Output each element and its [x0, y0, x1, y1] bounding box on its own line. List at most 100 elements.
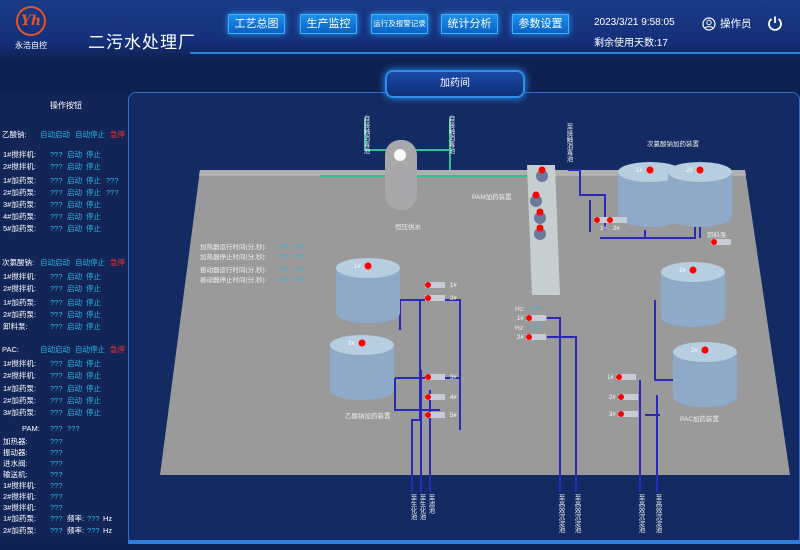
start-button[interactable]: 启动 — [67, 150, 82, 159]
pam-pump[interactable]: 1# — [517, 315, 546, 322]
device-status: ??? — [50, 162, 63, 171]
device-status: ??? — [50, 188, 63, 197]
timer-value[interactable]: ??? — [278, 267, 289, 274]
start-button[interactable]: 启动 — [67, 272, 82, 281]
hz-label: Hz: — [515, 325, 525, 332]
start-button[interactable]: 启动 — [67, 322, 82, 331]
tank-number: 1# — [354, 264, 361, 270]
start-button[interactable]: 启动 — [67, 176, 82, 185]
auto-stop-button[interactable]: 自动停止 — [75, 345, 105, 354]
start-button[interactable]: 启动 — [67, 396, 82, 405]
stop-button[interactable]: 停止 — [86, 359, 101, 368]
acetate-device-label: 乙酸钠加药装置 — [345, 413, 391, 420]
nav-parameter-settings[interactable]: 参数设置 — [512, 14, 569, 34]
start-button[interactable]: 启动 — [67, 200, 82, 209]
auto-start-button[interactable]: 自动启动 — [40, 130, 70, 139]
start-button[interactable]: 启动 — [67, 188, 82, 197]
auto-start-button[interactable]: 自动启动 — [40, 258, 70, 267]
stop-button[interactable]: 停止 — [86, 396, 101, 405]
power-icon[interactable] — [766, 14, 784, 32]
device-label: 1#加药泵: — [3, 384, 36, 393]
stop-button[interactable]: 停止 — [86, 200, 101, 209]
operation-panel — [0, 92, 128, 537]
stop-button[interactable]: 停止 — [86, 408, 101, 417]
outlet-label: 至高效沉淀池 — [557, 494, 564, 533]
auto-stop-button[interactable]: 自动停止 — [75, 258, 105, 267]
timer-value[interactable]: ??? — [294, 277, 305, 284]
emergency-stop-button[interactable]: 急停 — [110, 345, 125, 354]
pam-device-status: ??? — [50, 492, 63, 501]
pac-pump[interactable]: 2# — [609, 394, 638, 401]
stop-button[interactable]: 停止 — [86, 322, 101, 331]
timer-value[interactable]: ??? — [294, 244, 305, 251]
timer-value[interactable]: ??? — [294, 254, 305, 261]
acetate-pump[interactable] — [425, 282, 445, 288]
acetate-tank[interactable]: 2# — [330, 335, 394, 400]
unload-pump[interactable] — [711, 239, 731, 245]
pac-tank[interactable]: 1# — [661, 262, 725, 327]
stop-button[interactable]: 停止 — [86, 310, 101, 319]
naclo-pump[interactable] — [594, 217, 614, 223]
freq-unit: Hz — [103, 514, 113, 523]
freq-value: ??? — [87, 514, 100, 523]
stop-button[interactable]: 停止 — [86, 212, 101, 221]
auto-start-button[interactable]: 自动启动 — [40, 345, 70, 354]
start-button[interactable]: 启动 — [67, 224, 82, 233]
stop-button[interactable]: 停止 — [86, 162, 101, 171]
pump-number: 2# — [517, 335, 524, 341]
stop-button[interactable]: 停止 — [86, 298, 101, 307]
start-button[interactable]: 启动 — [67, 371, 82, 380]
stop-button[interactable]: 停止 — [86, 188, 101, 197]
pump-number: 2# — [609, 395, 616, 401]
pac-pump[interactable]: 3# — [609, 411, 638, 418]
acetate-pump[interactable] — [425, 412, 445, 418]
remaining-days: 剩余使用天数:17 — [594, 38, 668, 49]
device-status: ??? — [50, 284, 63, 293]
user-menu[interactable]: 操作员 — [702, 16, 752, 31]
nav-production-monitor[interactable]: 生产监控 — [300, 14, 357, 34]
stop-button[interactable]: 停止 — [86, 284, 101, 293]
start-button[interactable]: 启动 — [67, 408, 82, 417]
timer-value[interactable]: ??? — [278, 244, 289, 251]
acetate-tank[interactable]: 1# — [336, 258, 400, 323]
timer-value[interactable]: ??? — [278, 254, 289, 261]
acetate-pump[interactable] — [425, 394, 445, 400]
emergency-stop-button[interactable]: 急停 — [110, 130, 125, 139]
start-button[interactable]: 启动 — [67, 310, 82, 319]
acetate-pump[interactable] — [425, 374, 445, 380]
pam-pump[interactable]: 2# — [517, 334, 546, 341]
acetate-pump[interactable] — [425, 295, 445, 301]
stop-button[interactable]: 停止 — [86, 176, 101, 185]
nav-process-overview[interactable]: 工艺总图 — [228, 14, 285, 34]
start-button[interactable]: 启动 — [67, 359, 82, 368]
start-button[interactable]: 启动 — [67, 384, 82, 393]
timer-value[interactable]: ??? — [294, 267, 305, 274]
start-button[interactable]: 启动 — [67, 162, 82, 171]
pump-number: 2# — [613, 226, 620, 232]
device-label: 1#搅拌机: — [3, 150, 36, 159]
device-label: 2#搅拌机: — [3, 284, 36, 293]
start-button[interactable]: 启动 — [67, 298, 82, 307]
naclo-tank[interactable]: 2# — [668, 162, 732, 227]
pac-pump[interactable]: 1# — [607, 374, 636, 381]
timer-value[interactable]: ??? — [278, 277, 289, 284]
device-label: 2#搅拌机: — [3, 162, 36, 171]
device-status: ??? — [50, 150, 63, 159]
stop-button[interactable]: 停止 — [86, 384, 101, 393]
pac-tank[interactable]: 2# — [673, 342, 737, 407]
stop-button[interactable]: 停止 — [86, 224, 101, 233]
naclo-pump[interactable] — [607, 217, 627, 223]
stop-button[interactable]: 停止 — [86, 371, 101, 380]
stop-button[interactable]: 停止 — [86, 272, 101, 281]
start-button[interactable]: 启动 — [67, 284, 82, 293]
pump-status-indicator — [526, 334, 532, 340]
pam-status-2: ??? — [67, 424, 80, 433]
nav-run-alarm-records[interactable]: 运行及报警记录 — [371, 14, 428, 34]
pam-device-label: PAM加药装置 — [472, 194, 512, 201]
pam-name: PAM: — [22, 424, 40, 433]
auto-stop-button[interactable]: 自动停止 — [75, 130, 105, 139]
stop-button[interactable]: 停止 — [86, 150, 101, 159]
nav-statistics[interactable]: 统计分析 — [441, 14, 498, 34]
emergency-stop-button[interactable]: 急停 — [110, 258, 125, 267]
start-button[interactable]: 启动 — [67, 212, 82, 221]
